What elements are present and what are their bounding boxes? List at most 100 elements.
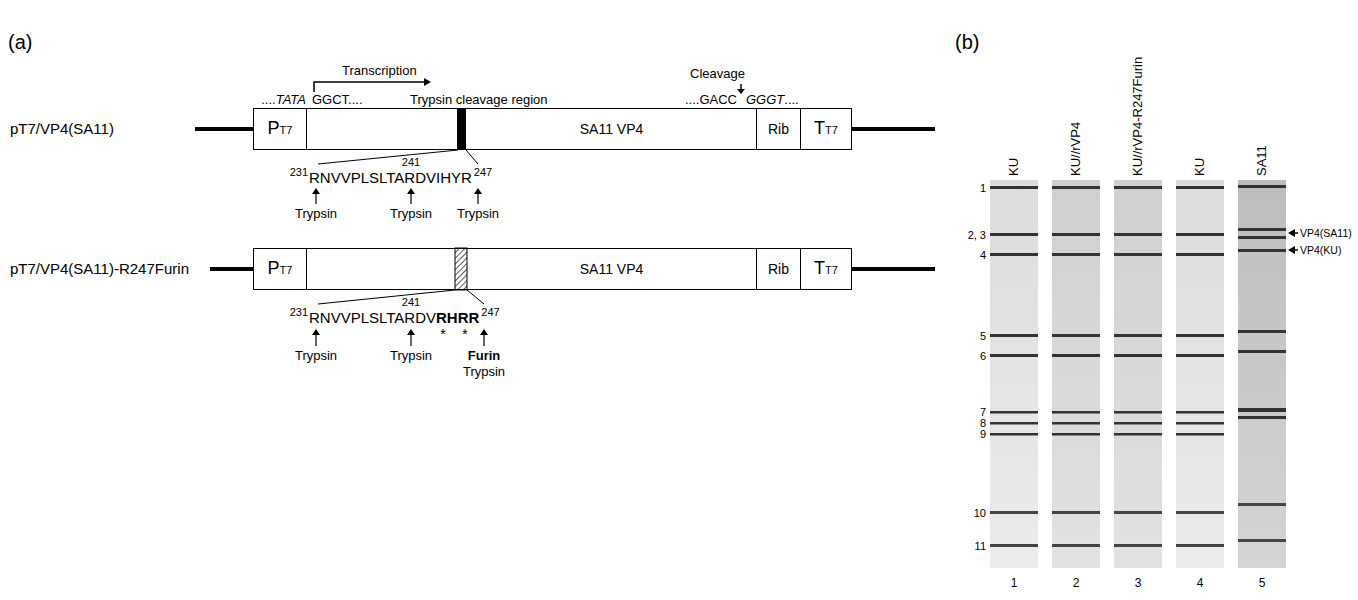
promoter-sequence: TATA — [276, 92, 306, 108]
cleavage-site-arrow — [315, 334, 316, 346]
vector-line — [210, 267, 253, 271]
segment-label: PT7 — [268, 118, 293, 140]
vector-line — [195, 127, 253, 131]
transcript-start: GGCT.... — [312, 92, 363, 108]
enzyme-label: Trypsin — [390, 348, 432, 364]
lane-label: KU//rVP4 — [1068, 122, 1084, 176]
mutation-mark: * — [462, 326, 467, 343]
sequence-dots: .... — [261, 92, 275, 108]
gel-lane — [1114, 180, 1162, 568]
arrow-head — [480, 329, 488, 335]
arrow-head — [312, 188, 320, 194]
enzyme-label: Trypsin — [457, 206, 499, 222]
cleavage-arrow — [740, 84, 742, 89]
enzyme-label: Trypsin — [295, 348, 337, 364]
zoom-line — [467, 290, 484, 304]
lane-label: SA11 — [1254, 145, 1270, 176]
terminator-box: TT7 — [800, 108, 852, 150]
segment-number: 6 — [980, 351, 986, 362]
panel-label: (a) — [8, 30, 32, 54]
gel-lane — [990, 180, 1038, 568]
gel-bands — [1114, 186, 1162, 547]
panel-label: (b) — [955, 30, 979, 54]
segment-number: 1 — [980, 183, 986, 194]
sequence-dots: .... — [784, 92, 798, 108]
mutated-region-bar — [455, 248, 467, 290]
segment-label: TT7 — [814, 118, 838, 140]
cleavage-site-arrow — [410, 193, 411, 204]
amino-acid-sequence: RNVVPLSLTARDVIHYR — [309, 169, 472, 187]
segment-label: PT7 — [268, 258, 293, 280]
lane-number: 1 — [1011, 576, 1018, 590]
residue-number: 247 — [474, 166, 492, 179]
segment-number: 7 — [980, 407, 986, 418]
segment-number: 10 — [974, 508, 986, 519]
construct-name: pT7/VP4(SA11)-R247Furin — [10, 260, 189, 278]
arrow-head — [312, 329, 320, 335]
arrow-head — [424, 78, 431, 86]
zoom-line — [318, 150, 458, 164]
residue-number: 241 — [402, 156, 420, 169]
lane-label: KU — [1006, 158, 1022, 176]
gel-bands — [1238, 185, 1286, 542]
vector-line — [852, 267, 935, 271]
cleavage-site-arrow — [477, 193, 478, 204]
transcription-arrow — [314, 82, 424, 92]
ribozyme-sequence: GGGT — [746, 92, 784, 108]
annotation: Transcription — [342, 63, 417, 79]
gel-image — [990, 180, 1298, 568]
vector-line — [852, 127, 935, 131]
zoom-line — [318, 290, 455, 304]
gel-lane — [1052, 180, 1100, 568]
gel-bands — [990, 186, 1038, 547]
segment-number: 9 — [980, 429, 986, 440]
residue-number: 231 — [290, 166, 308, 179]
lane-number: 5 — [1259, 576, 1266, 590]
mutated-region-ground — [455, 248, 467, 290]
segment-label: SA11 VP4 — [580, 121, 644, 138]
segment-number: 5 — [980, 331, 986, 342]
residue-number: 247 — [481, 306, 499, 319]
ribozyme-sequence: ....GACC — [685, 92, 737, 108]
residue-number: 231 — [290, 306, 308, 319]
arrow-head — [474, 188, 482, 194]
cleavage-site-arrow — [483, 334, 484, 346]
mutation-mark: * — [440, 326, 445, 343]
construct-name: pT7/VP4(SA11) — [10, 120, 114, 138]
lane-number: 2 — [1073, 576, 1080, 590]
amino-acid-sequence: RNVVPLSLTARDV — [309, 309, 436, 327]
terminator-box: TT7 — [800, 248, 852, 290]
segment-number: 2, 3 — [968, 230, 986, 241]
arrow-head — [407, 188, 415, 194]
enzyme-label: Trypsin — [295, 206, 337, 222]
arrow-head — [1288, 246, 1295, 254]
band-label: VP4(SA11) — [1300, 227, 1352, 240]
mutated-residues: RHRR — [436, 309, 479, 327]
arrow-head — [407, 329, 415, 335]
cleavage-site-arrow — [315, 193, 316, 204]
annotation: Cleavage — [690, 66, 745, 82]
gel-lane — [1176, 180, 1224, 568]
ribozyme-box: Rib — [756, 108, 801, 150]
gene-box: SA11 VP4 — [306, 108, 757, 150]
cleavage-region-bar — [457, 108, 466, 150]
region-label: Trypsin cleavage region — [410, 92, 548, 108]
segment-label: SA11 VP4 — [580, 261, 644, 278]
promoter-box: PT7 — [253, 248, 307, 290]
segment-label: Rib — [768, 121, 789, 138]
segment-number: 11 — [975, 541, 986, 552]
segment-label: TT7 — [814, 258, 838, 280]
promoter-box: PT7 — [253, 108, 307, 150]
segment-number: 4 — [980, 250, 986, 261]
residue-number: 241 — [402, 296, 420, 309]
ribozyme-box: Rib — [756, 248, 801, 290]
enzyme-label: Trypsin — [463, 364, 505, 380]
construct-map — [210, 248, 935, 346]
lane-label: KU//rVP4-R247Furin — [1130, 57, 1146, 176]
band-label: VP4(KU) — [1300, 244, 1341, 257]
cleavage-site-arrow — [410, 334, 411, 346]
lane-number: 3 — [1135, 576, 1142, 590]
